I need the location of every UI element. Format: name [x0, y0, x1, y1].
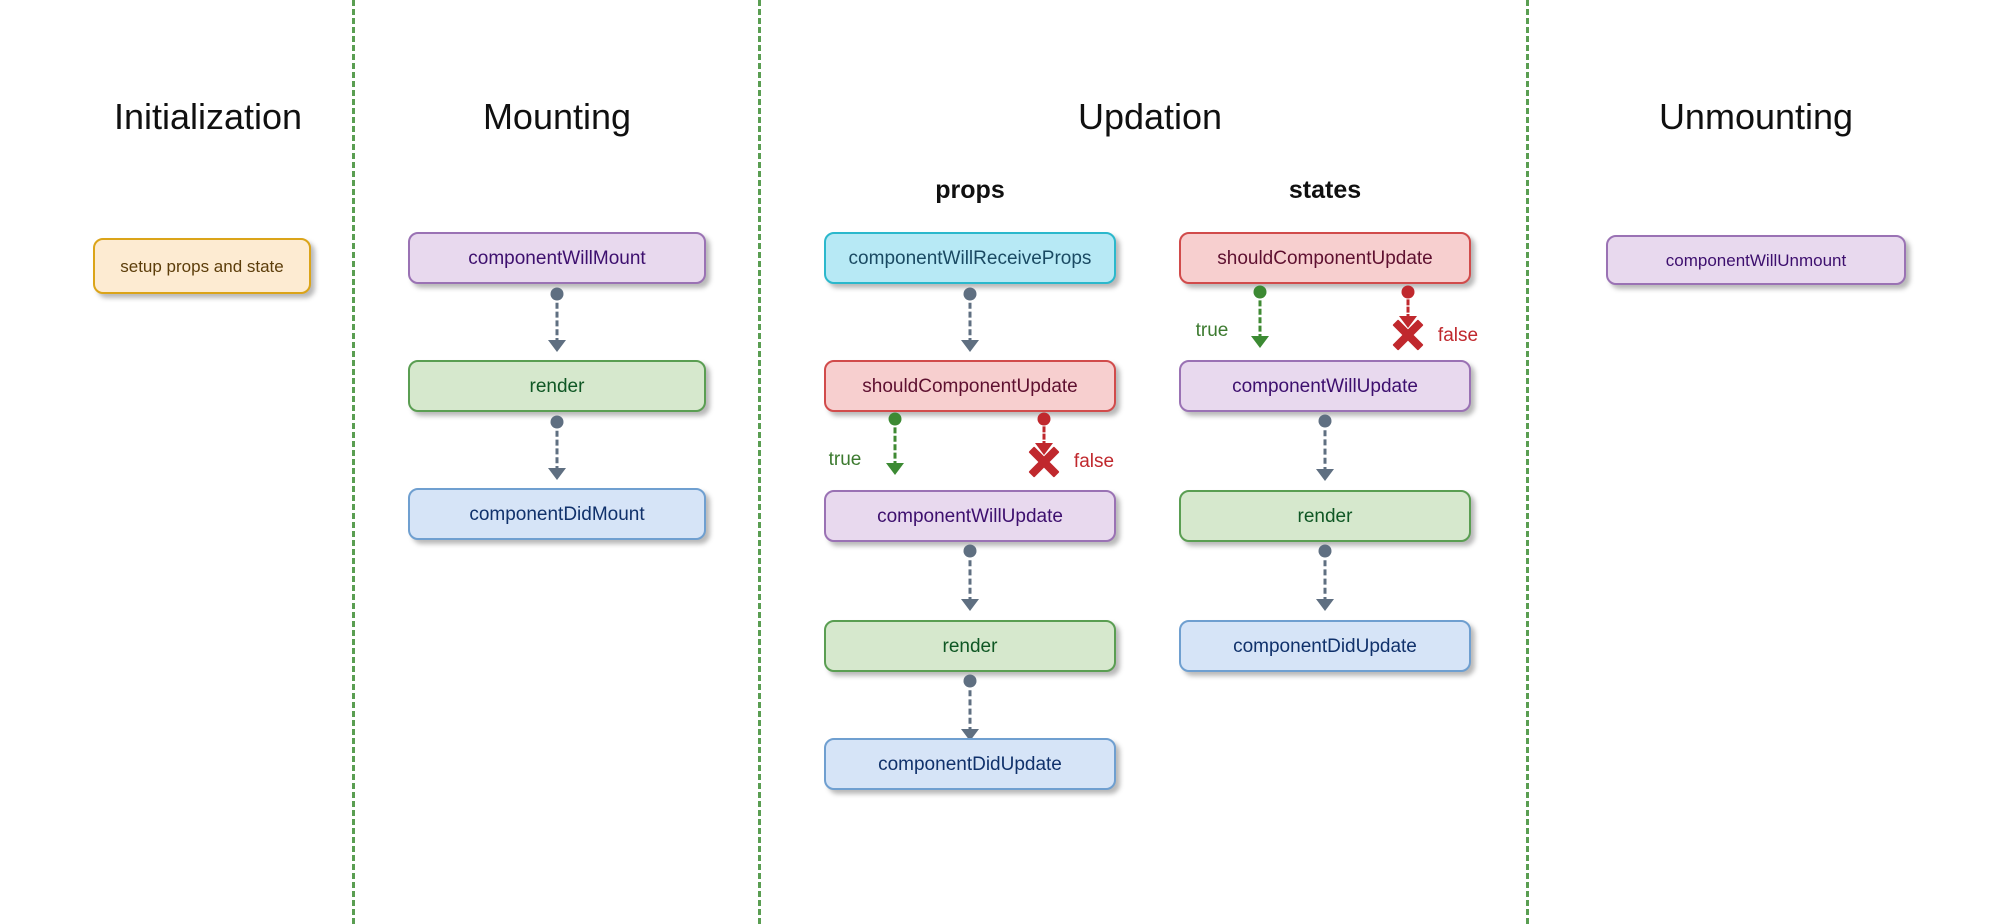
node-props-component-will-update[interactable]: componentWillUpdate [824, 490, 1116, 542]
node-component-will-mount[interactable]: componentWillMount [408, 232, 706, 284]
terminator-x-icon-states-false [1391, 318, 1425, 352]
section-title-mounting: Mounting [482, 96, 632, 137]
arrow-props-true [886, 463, 904, 475]
terminator-x-icon-props-false [1027, 445, 1061, 479]
node-setup-props-and-state[interactable]: setup props and state [93, 238, 311, 294]
arrow-props-will-update-to-render [961, 599, 979, 611]
connector-states-false [1406, 292, 1410, 320]
connector-states-will-update-to-render [1323, 421, 1327, 473]
section-title-updation: Updation [1077, 96, 1223, 137]
node-component-will-receive-props[interactable]: componentWillReceiveProps [824, 232, 1116, 284]
branch-label-states-false: false [1437, 325, 1479, 346]
branch-label-props-true: true [828, 449, 862, 470]
arrow-states-render-to-did-update [1316, 599, 1334, 611]
connector-props-true [893, 419, 897, 467]
section-title-unmounting: Unmounting [1658, 96, 1854, 137]
arrow-mount-render-to-did [548, 468, 566, 480]
node-mount-render[interactable]: render [408, 360, 706, 412]
connector-states-render-to-did-update [1323, 551, 1327, 603]
connector-props-will-update-to-render [968, 551, 972, 603]
subsection-title-props: props [935, 176, 1005, 204]
section-title-initialization: Initialization [113, 96, 303, 137]
node-states-should-component-update[interactable]: shouldComponentUpdate [1179, 232, 1471, 284]
node-props-render[interactable]: render [824, 620, 1116, 672]
connector-mount-will-to-render [555, 294, 559, 344]
node-states-component-will-update[interactable]: componentWillUpdate [1179, 360, 1471, 412]
node-states-render[interactable]: render [1179, 490, 1471, 542]
node-props-should-component-update[interactable]: shouldComponentUpdate [824, 360, 1116, 412]
connector-props-false [1042, 419, 1046, 447]
arrow-mount-will-to-render [548, 340, 566, 352]
node-component-will-unmount[interactable]: componentWillUnmount [1606, 235, 1906, 285]
connector-props-render-to-did-update [968, 681, 972, 733]
branch-label-props-false: false [1073, 451, 1115, 472]
node-states-component-did-update[interactable]: componentDidUpdate [1179, 620, 1471, 672]
branch-label-states-true: true [1195, 320, 1229, 341]
arrow-states-true [1251, 336, 1269, 348]
connector-states-true [1258, 292, 1262, 340]
divider-initialization-mounting [352, 0, 355, 924]
subsection-title-states: states [1288, 176, 1362, 204]
connector-mount-render-to-did [555, 422, 559, 472]
arrow-will-receive-props-to-should-update [961, 340, 979, 352]
divider-updation-unmounting [1526, 0, 1529, 924]
divider-mounting-updation [758, 0, 761, 924]
node-props-component-did-update[interactable]: componentDidUpdate [824, 738, 1116, 790]
connector-will-receive-props-to-should-update [968, 294, 972, 344]
node-component-did-mount[interactable]: componentDidMount [408, 488, 706, 540]
arrow-states-will-update-to-render [1316, 469, 1334, 481]
